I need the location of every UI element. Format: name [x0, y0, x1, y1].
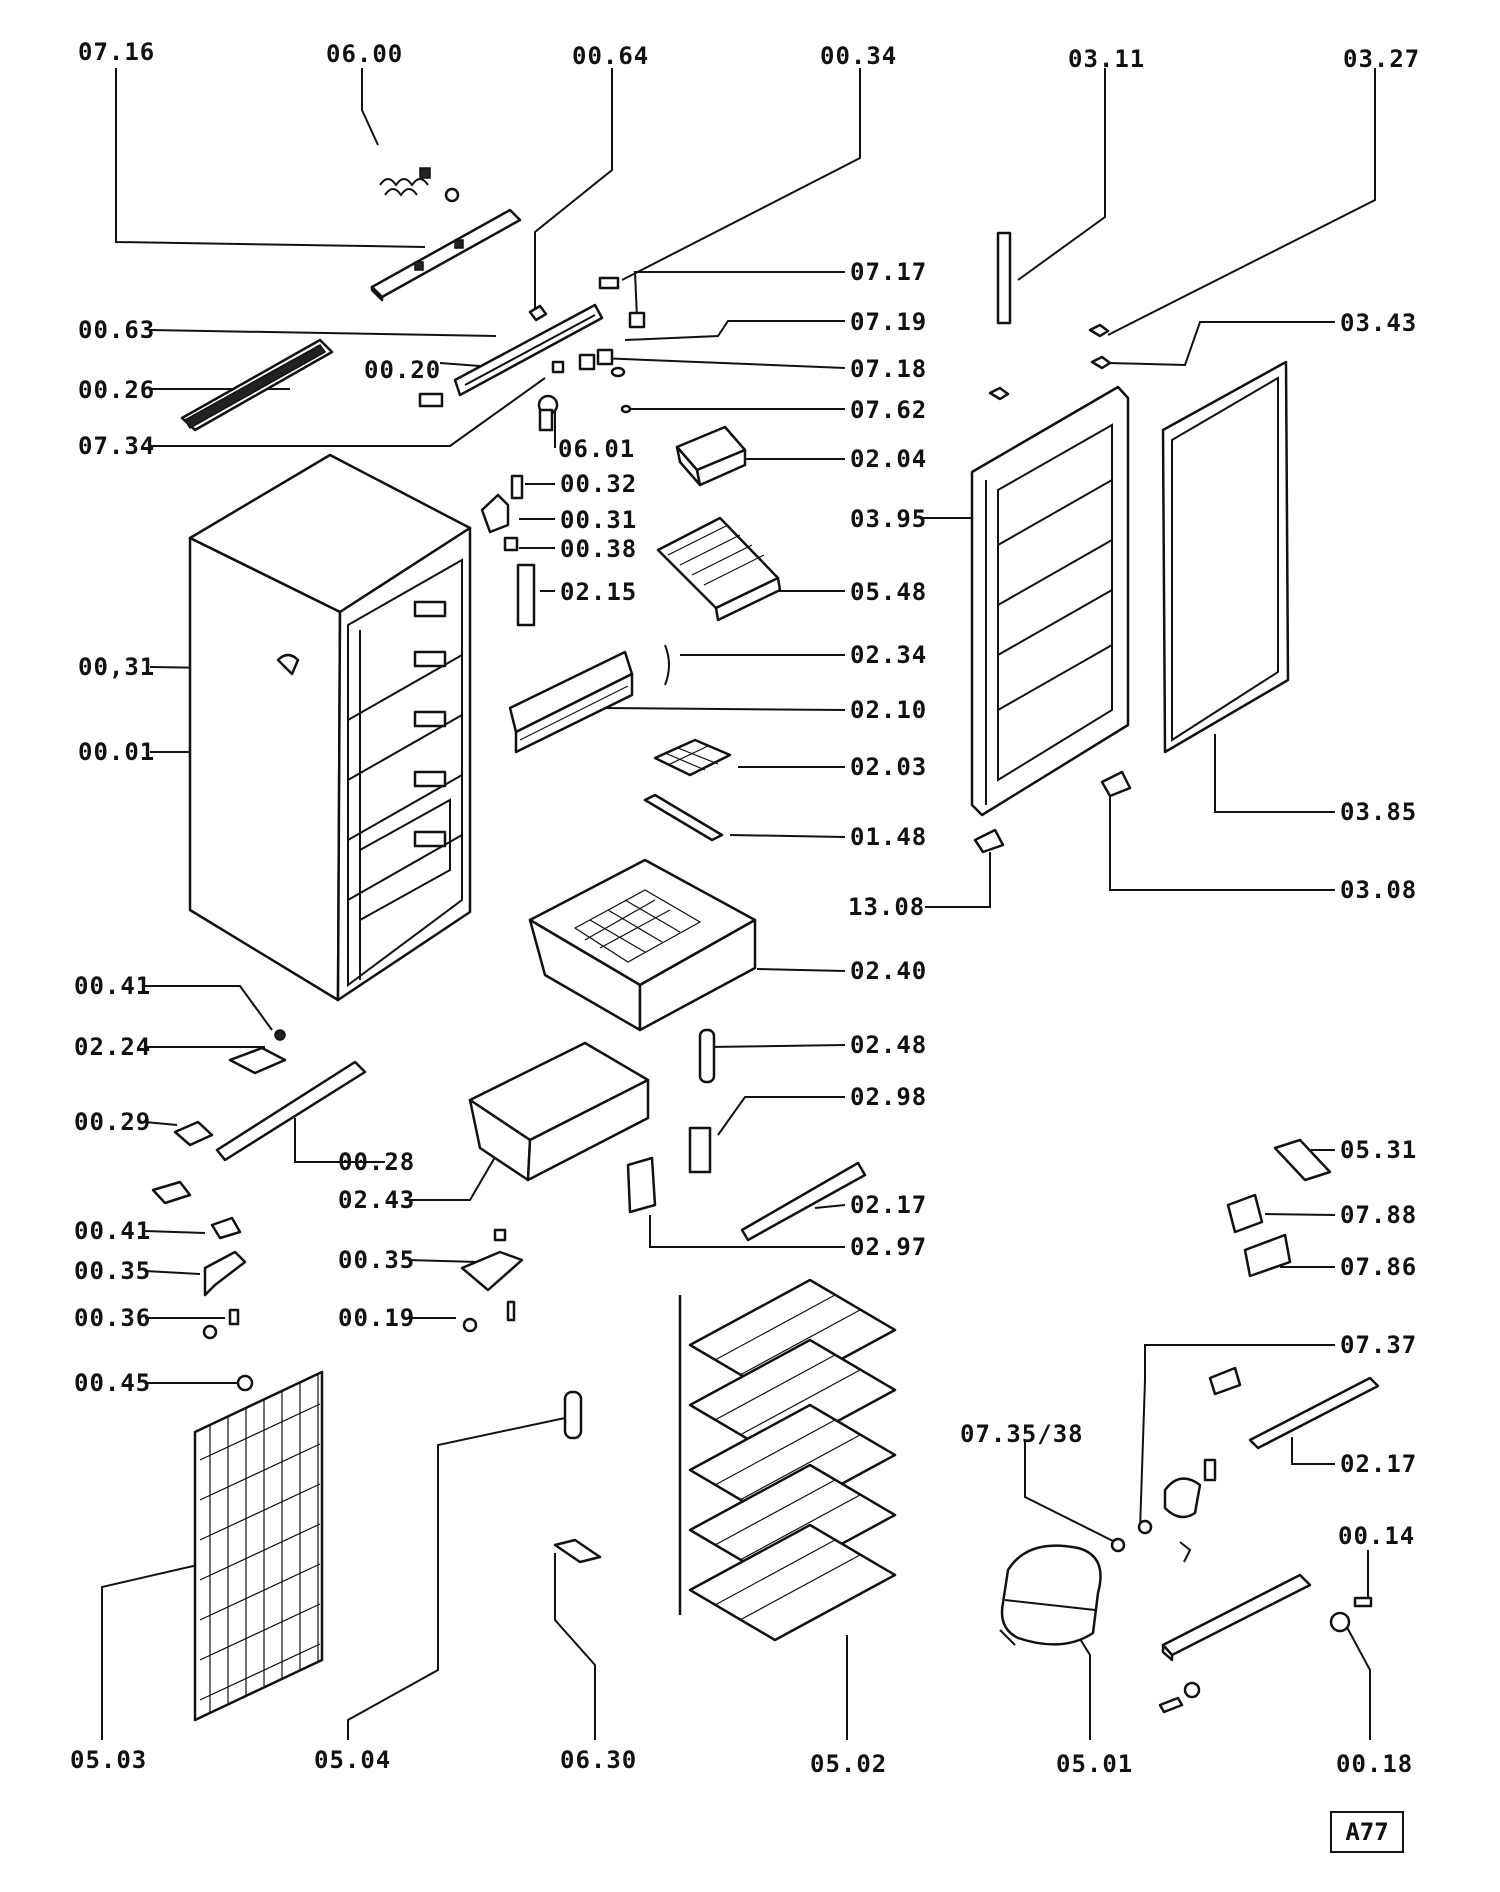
- relay-capacitor-icon: [1110, 1458, 1217, 1563]
- part-label-0038: 00.38: [560, 535, 638, 563]
- part-label-0045: 00.45: [74, 1369, 152, 1397]
- part-label-0327: 03.27: [1343, 45, 1421, 73]
- part-label-0028: 00.28: [338, 1148, 416, 1176]
- door-panel-icon: [970, 385, 1130, 817]
- part-label-0343: 03.43: [1340, 309, 1418, 337]
- part-label-0031-hinge: 00.31: [560, 506, 638, 534]
- part-label-0503: 05.03: [70, 1746, 148, 1774]
- part-label-0601: 06.01: [558, 435, 636, 463]
- part-label-0600: 06.00: [326, 40, 404, 68]
- small-drawer-icon: [468, 1041, 650, 1182]
- part-label-0788: 07.88: [1340, 1201, 1418, 1229]
- shelf-rail-icon: [740, 1161, 867, 1242]
- part-label-1308: 13.08: [848, 893, 926, 921]
- part-label-0020: 00.20: [364, 356, 442, 384]
- part-label-0032: 00.32: [560, 470, 638, 498]
- door-trim-icon: [664, 644, 670, 686]
- part-label-0311: 03.11: [1068, 45, 1146, 73]
- part-label-0041-lower: 00.41: [74, 1217, 152, 1245]
- part-label-0243: 02.43: [338, 1186, 416, 1214]
- door-hinge-pin-icon: [988, 231, 1112, 401]
- compressor-icon: [999, 1544, 1102, 1646]
- part-label-0308: 03.08: [1340, 876, 1418, 904]
- door-hinge-icon: [973, 770, 1132, 854]
- thermostat-spring-icon: [379, 167, 460, 203]
- part-label-0786: 07.86: [1340, 1253, 1418, 1281]
- part-label-0548: 05.48: [850, 578, 928, 606]
- light-switch-icon: [528, 276, 620, 322]
- part-label-0716: 07.16: [78, 38, 156, 66]
- part-label-0001: 00.01: [78, 738, 156, 766]
- kick-plate-parts-icon: [151, 1029, 524, 1392]
- compressor-mount-rail-icon: [1158, 1573, 1373, 1714]
- part-label-0215: 02.15: [560, 578, 638, 606]
- hinge-parts-icon: [480, 474, 536, 627]
- part-label-073538: 07.35/38: [960, 1420, 1084, 1448]
- part-label-0630: 06.30: [560, 1746, 638, 1774]
- rail-strip-icon: [643, 793, 724, 842]
- light-bar-icon: [453, 303, 604, 397]
- part-label-0064: 00.64: [572, 42, 650, 70]
- part-label-0036: 00.36: [74, 1304, 152, 1332]
- part-label-0762: 07.62: [850, 396, 928, 424]
- large-drawer-icon: [528, 858, 757, 1032]
- part-label-0204: 02.04: [850, 445, 928, 473]
- part-label-0248: 02.48: [850, 1031, 928, 1059]
- knob-icon: [537, 394, 559, 432]
- part-label-0063: 00.63: [78, 316, 156, 344]
- part-label-0734: 07.34: [78, 432, 156, 460]
- part-label-0014: 00.14: [1338, 1522, 1416, 1550]
- part-label-0395: 03.95: [850, 505, 928, 533]
- leader-lines: [101, 68, 1376, 1740]
- part-label-0298: 02.98: [850, 1083, 928, 1111]
- rear-cover-panel-icon: [180, 338, 444, 432]
- part-label-0035-left: 00.35: [74, 1257, 152, 1285]
- part-label-0234: 02.34: [850, 641, 928, 669]
- part-label-0217-lower: 02.17: [1340, 1450, 1418, 1478]
- part-label-0203: 02.03: [850, 753, 928, 781]
- part-label-0031-cabinet: 00,31: [78, 653, 156, 681]
- ice-cube-tray-icon: [653, 738, 732, 777]
- drier-filter-icon: [553, 1390, 602, 1564]
- diagram-code-box: A77: [1330, 1811, 1404, 1853]
- part-label-0018: 00.18: [1336, 1750, 1414, 1778]
- part-label-0501: 05.01: [1056, 1750, 1134, 1778]
- part-label-0026: 00.26: [78, 376, 156, 404]
- part-label-0385: 03.85: [1340, 798, 1418, 826]
- part-label-0224: 02.24: [74, 1033, 152, 1061]
- electrical-parts-icon: [1208, 1138, 1380, 1450]
- part-label-0737: 07.37: [1340, 1331, 1418, 1359]
- part-label-0029: 00.29: [74, 1108, 152, 1136]
- evaporator-shelves-icon: [678, 1278, 897, 1642]
- flap-panel-icon: [508, 650, 634, 754]
- condenser-coil-icon: [193, 1370, 324, 1722]
- door-gasket-icon: [1161, 360, 1290, 754]
- part-label-0531: 05.31: [1340, 1136, 1418, 1164]
- butter-dish-icon: [675, 425, 747, 487]
- part-label-0502: 05.02: [810, 1750, 888, 1778]
- part-label-0034: 00.34: [820, 42, 898, 70]
- ice-tray-icon: [656, 516, 782, 622]
- part-label-0718: 07.18: [850, 355, 928, 383]
- cabinet-body-icon: [188, 453, 472, 1002]
- part-label-0035-center: 00.35: [338, 1246, 416, 1274]
- part-label-0719: 07.19: [850, 308, 928, 336]
- part-label-0148: 01.48: [850, 823, 928, 851]
- part-label-0717: 07.17: [850, 258, 928, 286]
- door-handle-icon: [626, 1028, 716, 1214]
- lamp-holder-icon: [551, 311, 646, 414]
- part-label-0210: 02.10: [850, 696, 928, 724]
- part-label-0217-upper: 02.17: [850, 1191, 928, 1219]
- part-label-0504: 05.04: [314, 1746, 392, 1774]
- part-label-0297: 02.97: [850, 1233, 928, 1261]
- part-label-0041-top: 00.41: [74, 972, 152, 1000]
- part-label-0019: 00.19: [338, 1304, 416, 1332]
- part-label-0240: 02.40: [850, 957, 928, 985]
- control-panel-strip-icon: [370, 208, 522, 302]
